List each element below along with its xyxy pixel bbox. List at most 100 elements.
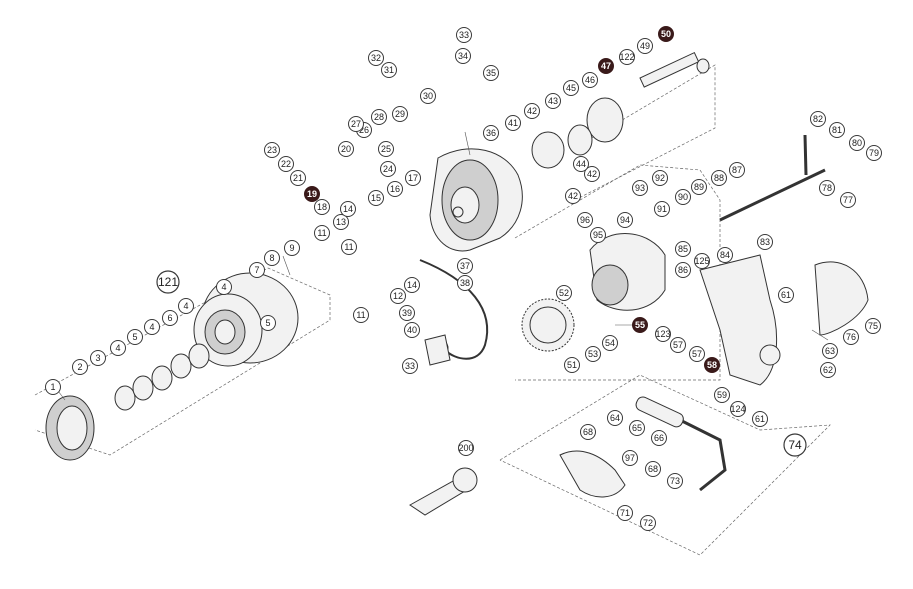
part-callout-18: 18: [314, 199, 330, 215]
callout-bubble: [368, 50, 384, 66]
part-callout-45: 45: [563, 80, 579, 96]
callout-bubble: [580, 424, 596, 440]
part-callout-57: 57: [670, 337, 686, 353]
callout-bubble: [90, 350, 106, 366]
callout-bubble: [264, 250, 280, 266]
callout-number: 36: [486, 128, 496, 138]
part-callout-21: 21: [290, 170, 306, 186]
part-callout-71: 71: [617, 505, 633, 521]
callout-bubble: [632, 180, 648, 196]
callout-bubble: [819, 180, 835, 196]
callout-bubble: [524, 103, 540, 119]
callout-number: 52: [559, 288, 569, 298]
callout-number: 1: [50, 382, 55, 392]
callout-bubble: [284, 240, 300, 256]
callout-number: 122: [619, 52, 634, 62]
part-callout-34: 34: [455, 48, 471, 64]
callout-number: 89: [694, 182, 704, 192]
callout-number: 22: [281, 159, 291, 169]
callout-bubble: [565, 188, 581, 204]
callout-number: 50: [661, 29, 671, 39]
callout-bubble: [689, 346, 705, 362]
callout-bubble: [392, 106, 408, 122]
callout-bubble: [457, 258, 473, 274]
callout-bubble: [617, 212, 633, 228]
callout-bubble: [156, 270, 180, 294]
callout-number: 62: [823, 365, 833, 375]
callout-number: 54: [605, 338, 615, 348]
part-callout-86: 86: [675, 262, 691, 278]
callout-number: 15: [371, 193, 381, 203]
part-callout-88: 88: [711, 170, 727, 186]
callout-bubble: [582, 72, 598, 88]
part-callout-54: 54: [602, 335, 618, 351]
part-callout-3: 3: [90, 350, 106, 366]
callout-number: 13: [336, 217, 346, 227]
callout-bubble: [264, 142, 280, 158]
callout-bubble: [752, 411, 768, 427]
handle-assembly-box: [499, 374, 831, 556]
part-callout-58: 58: [704, 357, 720, 373]
callout-number: 30: [423, 91, 433, 101]
callout-number: 124: [730, 404, 745, 414]
part-callout-1: 1: [45, 379, 61, 395]
callout-number: 72: [643, 518, 653, 528]
part-callout-37: 37: [457, 258, 473, 274]
callout-number: 29: [395, 109, 405, 119]
callout-number: 11: [356, 310, 365, 320]
part-callout-6: 6: [162, 310, 178, 326]
callout-bubble: [820, 362, 836, 378]
callout-number: 27: [351, 119, 361, 129]
callout-bubble: [607, 410, 623, 426]
bail-wire: [419, 259, 489, 366]
part-callout-12: 12: [390, 288, 406, 304]
callout-bubble: [45, 379, 61, 395]
pinion-assembly-box: [574, 64, 716, 201]
callout-number: 4: [115, 343, 120, 353]
callout-bubble: [645, 461, 661, 477]
callout-number: 63: [825, 346, 835, 356]
callout-number: 33: [459, 30, 469, 40]
callout-number: 38: [460, 278, 470, 288]
part-callout-73: 73: [667, 473, 683, 489]
part-callout-14: 14: [340, 201, 356, 217]
callout-bubble: [483, 125, 499, 141]
callout-number: 61: [755, 414, 765, 424]
part-callout-25: 25: [378, 141, 394, 157]
callout-bubble: [399, 305, 415, 321]
callout-number: 26: [359, 125, 369, 135]
callout-number: 42: [527, 106, 537, 116]
callout-bubble: [314, 225, 330, 241]
pinion-gear: [531, 51, 710, 169]
callout-number: 74: [788, 438, 802, 452]
part-callout-22: 22: [278, 156, 294, 172]
callout-number: 68: [648, 464, 658, 474]
body-assembly-box: [514, 164, 721, 381]
part-callout-9: 9: [284, 240, 300, 256]
callout-number: 16: [390, 184, 400, 194]
callout-number: 20: [341, 144, 351, 154]
callout-bubble: [619, 49, 635, 65]
wrench-tool: [409, 467, 478, 516]
callout-bubble: [783, 433, 807, 457]
callout-bubble: [341, 239, 357, 255]
callout-bubble: [658, 26, 674, 42]
callout-bubble: [652, 170, 668, 186]
part-callout-13: 13: [333, 214, 349, 230]
callout-bubble: [338, 141, 354, 157]
part-callout-23: 23: [264, 142, 280, 158]
part-callouts: 1234444556789111111121314141516171819202…: [45, 26, 882, 531]
part-callout-68: 68: [645, 461, 661, 477]
callout-number: 65: [632, 423, 642, 433]
part-callout-123: 123: [655, 326, 671, 342]
callout-number: 35: [486, 68, 496, 78]
callout-number: 92: [655, 173, 665, 183]
callout-number: 24: [383, 164, 393, 174]
rotor: [429, 148, 523, 252]
callout-bubble: [577, 212, 593, 228]
part-callout-33: 33: [456, 27, 472, 43]
callout-number: 71: [620, 508, 630, 518]
part-callout-4: 4: [144, 319, 160, 335]
callout-number: 80: [852, 138, 862, 148]
callout-number: 33: [405, 361, 415, 371]
